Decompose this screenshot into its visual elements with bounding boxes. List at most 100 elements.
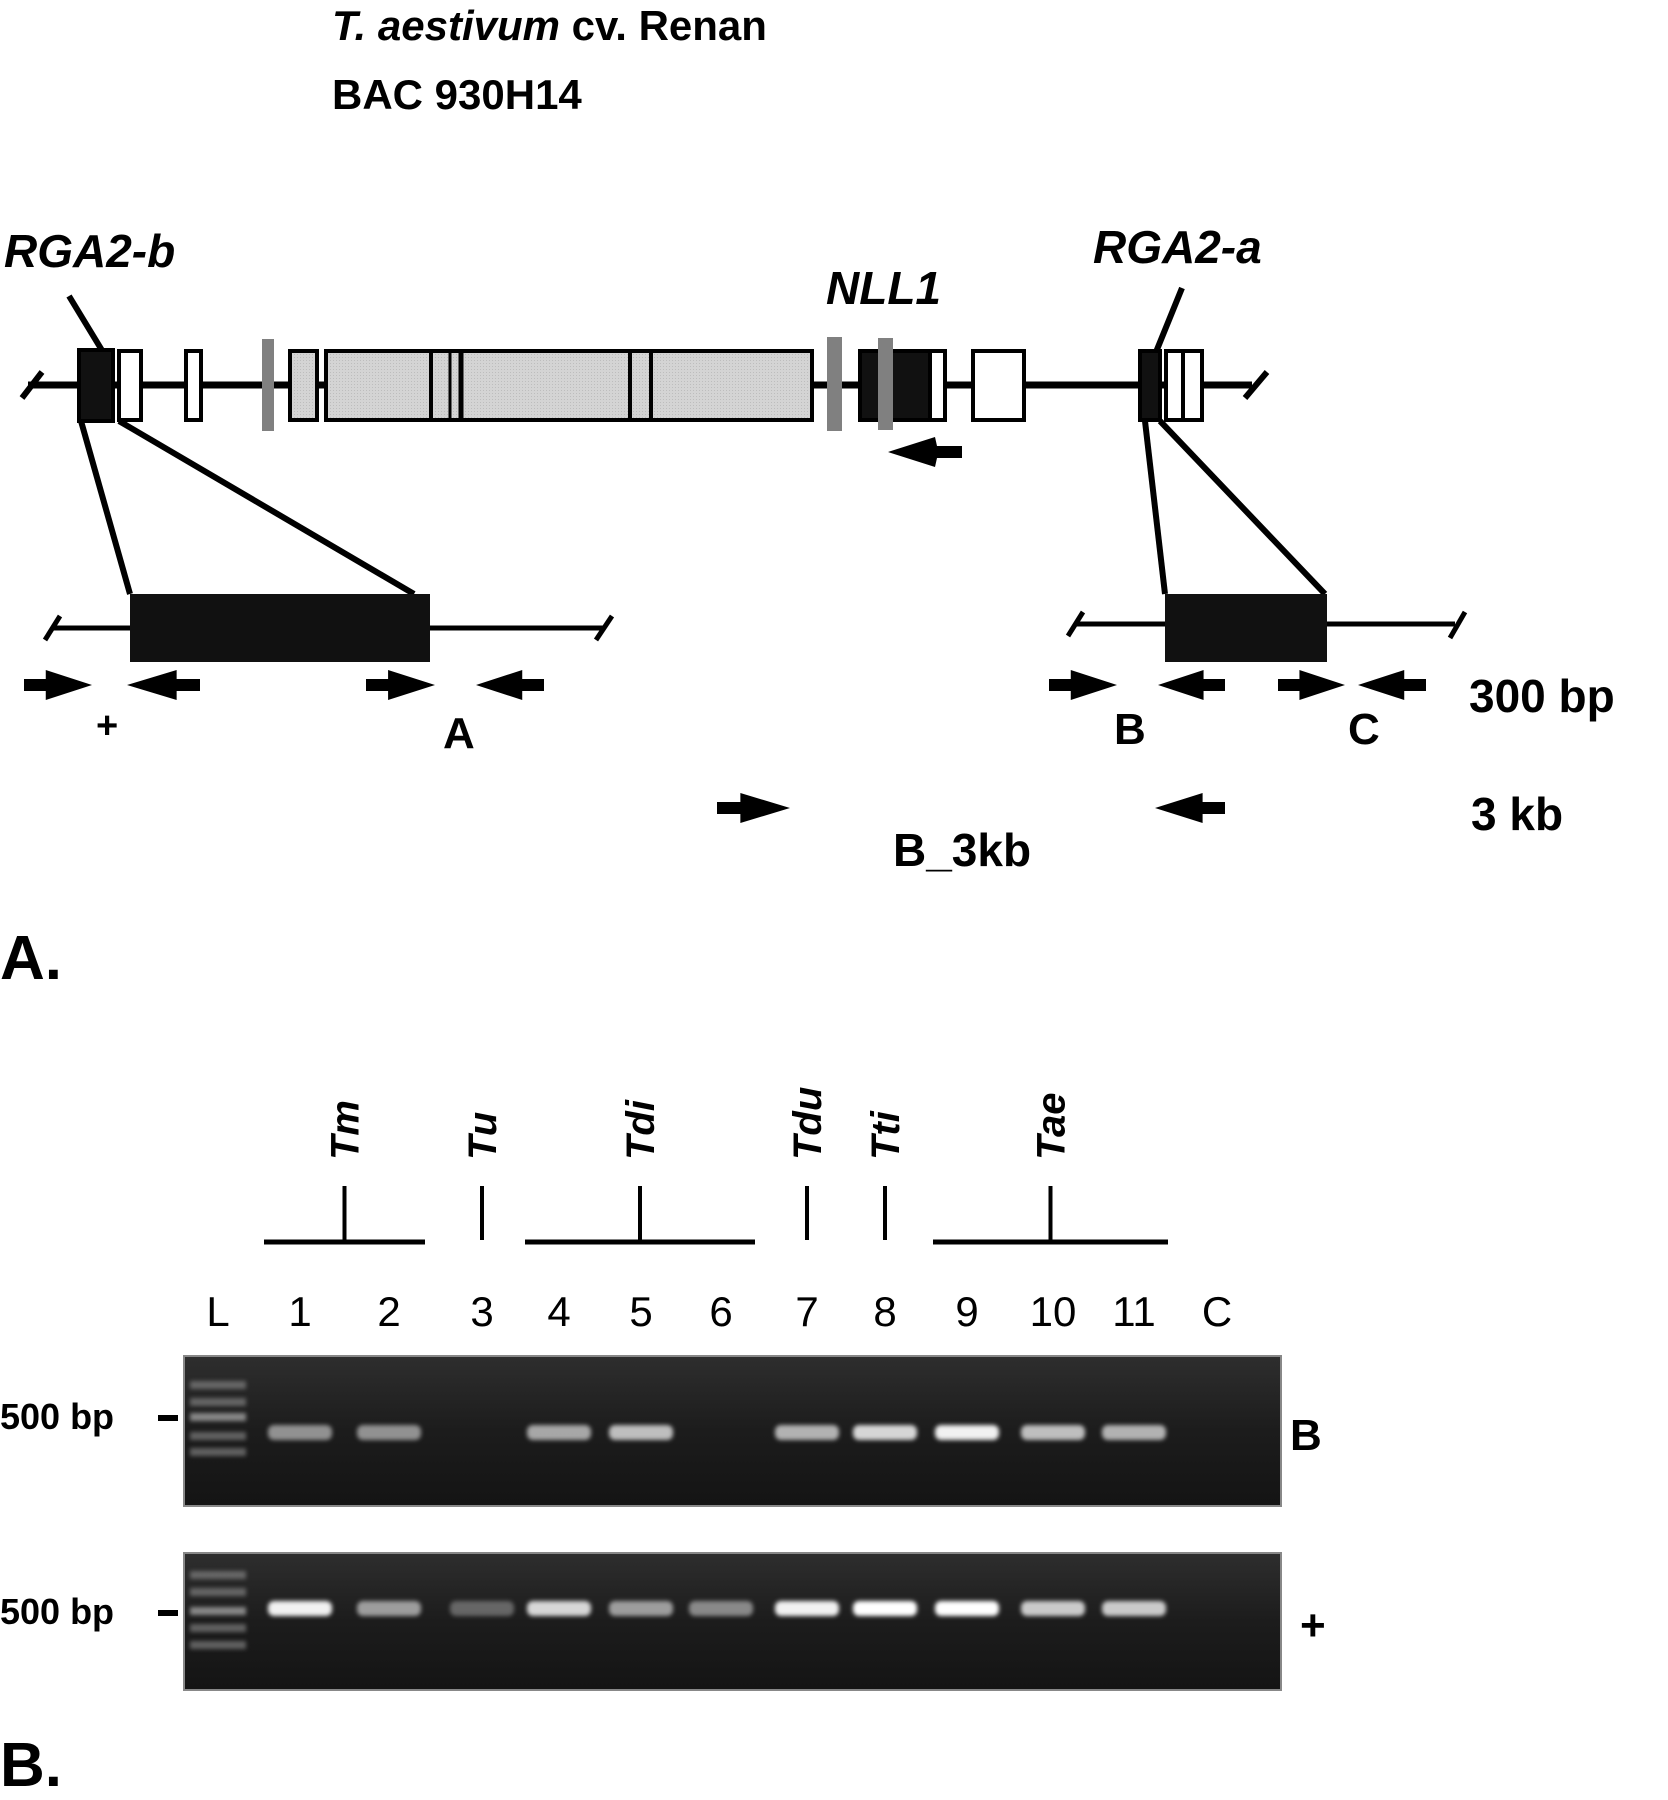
marker-tick	[158, 1610, 178, 1616]
gel-band	[1021, 1601, 1085, 1616]
lane-label: 8	[873, 1288, 896, 1335]
lane-label: 6	[709, 1288, 732, 1335]
zoom-line	[1157, 418, 1328, 597]
gel-band	[853, 1425, 917, 1440]
gel-band	[689, 1601, 753, 1616]
ladder-band	[190, 1624, 246, 1632]
gene-label-nll1: NLL1	[826, 262, 941, 314]
ladder-band	[190, 1607, 246, 1615]
gel-band	[1102, 1601, 1166, 1616]
feature-gray-bar-3	[878, 338, 893, 430]
lane-label: 10	[1030, 1288, 1077, 1335]
lane-label: 9	[955, 1288, 978, 1335]
arrow-right-icon	[717, 793, 790, 823]
species-label: Tti	[864, 1110, 908, 1160]
feature-white-3	[928, 349, 947, 422]
gel-band	[1102, 1425, 1166, 1440]
title-species: T. aestivum	[332, 2, 560, 49]
feature-white-1	[117, 349, 143, 422]
detail-rga2a	[1065, 594, 1468, 662]
leader-rga2a	[1153, 286, 1185, 354]
lane-label: 4	[547, 1288, 570, 1335]
primer-label-plus: +	[96, 705, 118, 747]
title-cultivar: cv. Renan	[560, 2, 767, 49]
species-label: Tdu	[786, 1087, 830, 1160]
panel-letter-a: A.	[0, 924, 62, 993]
arrow-left-icon	[1155, 793, 1225, 823]
gel-band	[853, 1601, 917, 1616]
lane-label: 5	[629, 1288, 652, 1335]
feature-white-2	[184, 349, 203, 422]
detail-box	[1165, 594, 1327, 662]
lane-label: 3	[470, 1288, 493, 1335]
feature-gray-bar-1	[262, 339, 274, 431]
exon-rga2b	[77, 348, 115, 423]
feature-gray-bar-2	[827, 337, 842, 431]
lane-label: C	[1202, 1288, 1232, 1335]
gel-band	[775, 1425, 839, 1440]
gel-name-plus: +	[1300, 1601, 1326, 1650]
species-label: Tu	[461, 1112, 505, 1160]
gel-b	[183, 1355, 1282, 1507]
primer-label-b3kb: B_3kb	[893, 824, 1031, 876]
lane-label: 11	[1112, 1288, 1156, 1335]
title-line-1: T. aestivum cv. Renan	[332, 2, 767, 49]
gel-background	[183, 1552, 1282, 1691]
gel-band	[935, 1425, 999, 1440]
bac-end-right	[1242, 370, 1270, 400]
gel-band	[527, 1601, 591, 1616]
arrow-right-icon	[24, 670, 92, 700]
species-label: Tdi	[619, 1099, 663, 1160]
arrow-left-icon	[888, 437, 962, 467]
gel-band	[935, 1601, 999, 1616]
detail-end	[1447, 610, 1468, 640]
ladder-band	[190, 1381, 246, 1389]
ladder-band	[190, 1571, 246, 1579]
marker-label-gel-b: 500 bp	[0, 1396, 114, 1437]
bac-map	[19, 337, 1270, 431]
gel-band	[268, 1425, 332, 1440]
arrow-left-icon	[127, 670, 200, 700]
panel-letter-b: B.	[0, 1731, 62, 1800]
detail-end	[1065, 610, 1086, 638]
arrow-left-icon	[1158, 670, 1225, 700]
arrow-left-icon	[1358, 670, 1426, 700]
gel-band	[357, 1425, 421, 1440]
feature-white-4	[971, 349, 1026, 422]
arrow-left-icon	[476, 670, 544, 700]
exon-nll1	[858, 349, 932, 422]
gel-band	[609, 1425, 673, 1440]
size-label-300bp: 300 bp	[1469, 670, 1615, 722]
gel-band	[357, 1601, 421, 1616]
primer-label-c: C	[1348, 705, 1380, 754]
gel-band	[609, 1601, 673, 1616]
gel-band	[268, 1601, 332, 1616]
lane-label: 7	[795, 1288, 818, 1335]
primer-label-b: B	[1114, 705, 1146, 754]
gel-band	[775, 1601, 839, 1616]
bac-end-left	[19, 370, 45, 400]
marker-label-gel-plus: 500 bp	[0, 1591, 114, 1632]
zoom-line	[78, 420, 133, 595]
title-bac: BAC 930H14	[332, 71, 582, 118]
arrow-right-icon	[366, 670, 435, 700]
ladder-band	[190, 1398, 246, 1406]
gene-label-rga2b: RGA2-b	[4, 225, 175, 277]
marker-tick	[158, 1415, 178, 1421]
detail-box	[130, 594, 430, 662]
gene-label-rga2a: RGA2-a	[1093, 221, 1262, 273]
gel-band	[450, 1601, 514, 1616]
ladder-band	[190, 1432, 246, 1440]
arrow-right-icon	[1278, 670, 1345, 700]
species-label: Tm	[324, 1100, 368, 1160]
size-label-3kb: 3 kb	[1471, 788, 1563, 840]
gel-band	[1021, 1425, 1085, 1440]
feature-dotted-large	[324, 349, 814, 422]
primer-arrows	[24, 670, 1426, 823]
feature-dotted-1	[288, 349, 319, 422]
zoom-line	[1142, 420, 1168, 595]
primer-label-a: A	[443, 709, 475, 758]
detail-end	[593, 614, 615, 642]
